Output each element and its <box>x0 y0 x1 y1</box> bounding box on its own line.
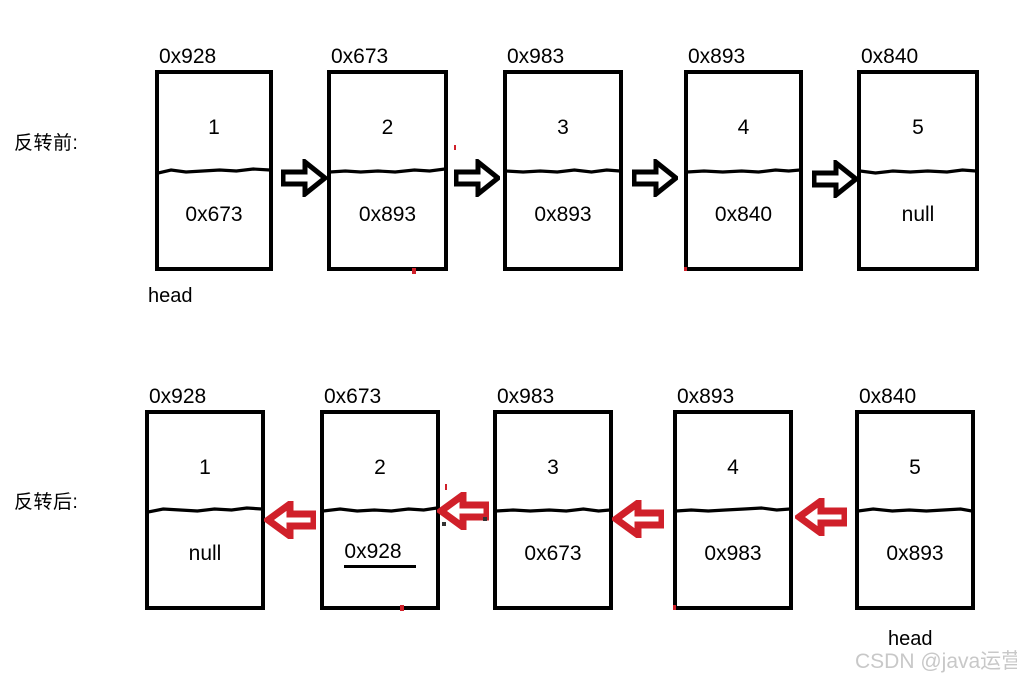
node-address-label: 0x983 <box>507 45 565 68</box>
node-address-label: 0x928 <box>149 385 207 408</box>
node-after-4: 0x840 5 0x893 <box>855 385 975 610</box>
arrow-left-icon-3 <box>795 498 847 536</box>
node-after-0: 0x928 1 null <box>145 385 265 610</box>
node-next-cell: 0x983 <box>677 510 789 606</box>
node-address-label: 0x893 <box>688 45 746 68</box>
node-next: 0x893 <box>886 542 944 565</box>
node-value-cell: 2 <box>324 414 436 510</box>
node-value-cell: 5 <box>859 414 971 510</box>
node-next: 0x928 <box>344 540 416 568</box>
node-value-cell: 5 <box>861 74 975 171</box>
watermark: CSDN @java运营 <box>855 650 1017 673</box>
node-next: 0x673 <box>185 202 243 226</box>
node-value-cell: 1 <box>159 74 269 171</box>
node-next-cell: null <box>861 171 975 268</box>
node-before-2: 0x983 3 0x893 <box>503 45 623 271</box>
node-before-0: 0x928 1 0x673 <box>155 45 273 271</box>
ink-speck <box>684 267 687 271</box>
ink-speck <box>483 517 487 521</box>
node-next-cell: 0x840 <box>688 171 799 268</box>
row-label-before: 反转前: <box>14 133 79 154</box>
ink-speck <box>673 605 676 610</box>
node-next: 0x840 <box>714 202 773 226</box>
ink-speck <box>454 145 456 150</box>
node-value: 4 <box>737 116 750 140</box>
row-label-after: 反转后: <box>14 492 79 513</box>
node-value: 5 <box>909 456 921 479</box>
node-next-cell: 0x928 <box>324 510 436 606</box>
node-value: 2 <box>381 116 394 140</box>
node-after-2: 0x983 3 0x673 <box>493 385 613 610</box>
node-value: 5 <box>912 116 924 140</box>
node-value: 3 <box>557 116 569 140</box>
node-next: 0x983 <box>704 542 762 565</box>
node-next-cell: null <box>149 510 261 606</box>
ink-speck <box>412 268 416 274</box>
node-value: 1 <box>208 116 220 140</box>
node-value-cell: 3 <box>507 74 619 171</box>
node-after-3: 0x893 4 0x983 <box>673 385 793 610</box>
node-next: 0x893 <box>358 202 417 226</box>
node-value: 3 <box>547 456 559 479</box>
node-value: 1 <box>199 456 211 479</box>
head-label-before: head <box>148 285 193 307</box>
node-value-cell: 1 <box>149 414 261 510</box>
arrow-right-icon-1 <box>454 159 500 197</box>
node-address-label: 0x840 <box>861 45 919 68</box>
node-next-cell: 0x673 <box>159 171 269 268</box>
node-value-cell: 3 <box>497 414 609 510</box>
node-before-3: 0x893 4 0x840 <box>684 45 803 271</box>
node-address-label: 0x928 <box>159 45 217 68</box>
arrow-right-icon-2 <box>632 159 678 197</box>
node-value-cell: 4 <box>688 74 799 171</box>
node-after-1: 0x673 2 0x928 <box>320 385 440 610</box>
node-address-label: 0x840 <box>859 385 917 408</box>
head-label-after: head <box>888 628 933 650</box>
arrow-right-icon-0 <box>281 159 327 197</box>
ink-speck <box>400 605 404 611</box>
node-address-label: 0x983 <box>497 385 555 408</box>
arrow-right-icon-3 <box>812 160 858 198</box>
node-value: 4 <box>727 456 739 479</box>
node-next-cell: 0x893 <box>507 171 619 268</box>
node-value-cell: 2 <box>331 74 444 171</box>
node-next-cell: 0x673 <box>497 510 609 606</box>
node-value-cell: 4 <box>677 414 789 510</box>
node-next: null <box>901 202 935 226</box>
node-address-label: 0x673 <box>331 45 389 68</box>
node-next: null <box>188 542 222 565</box>
node-next: 0x673 <box>524 542 582 565</box>
ink-speck <box>442 522 446 526</box>
node-next-cell: 0x893 <box>331 171 444 268</box>
node-before-4: 0x840 5 null <box>857 45 979 271</box>
node-value: 2 <box>374 456 386 479</box>
ink-speck <box>445 484 447 490</box>
node-address-label: 0x673 <box>324 385 382 408</box>
arrow-left-icon-0 <box>264 501 316 539</box>
node-before-1: 0x673 2 0x893 <box>327 45 448 271</box>
node-next: 0x893 <box>534 202 592 226</box>
arrow-left-icon-2 <box>612 500 664 538</box>
node-address-label: 0x893 <box>677 385 735 408</box>
node-next-cell: 0x893 <box>859 510 971 606</box>
